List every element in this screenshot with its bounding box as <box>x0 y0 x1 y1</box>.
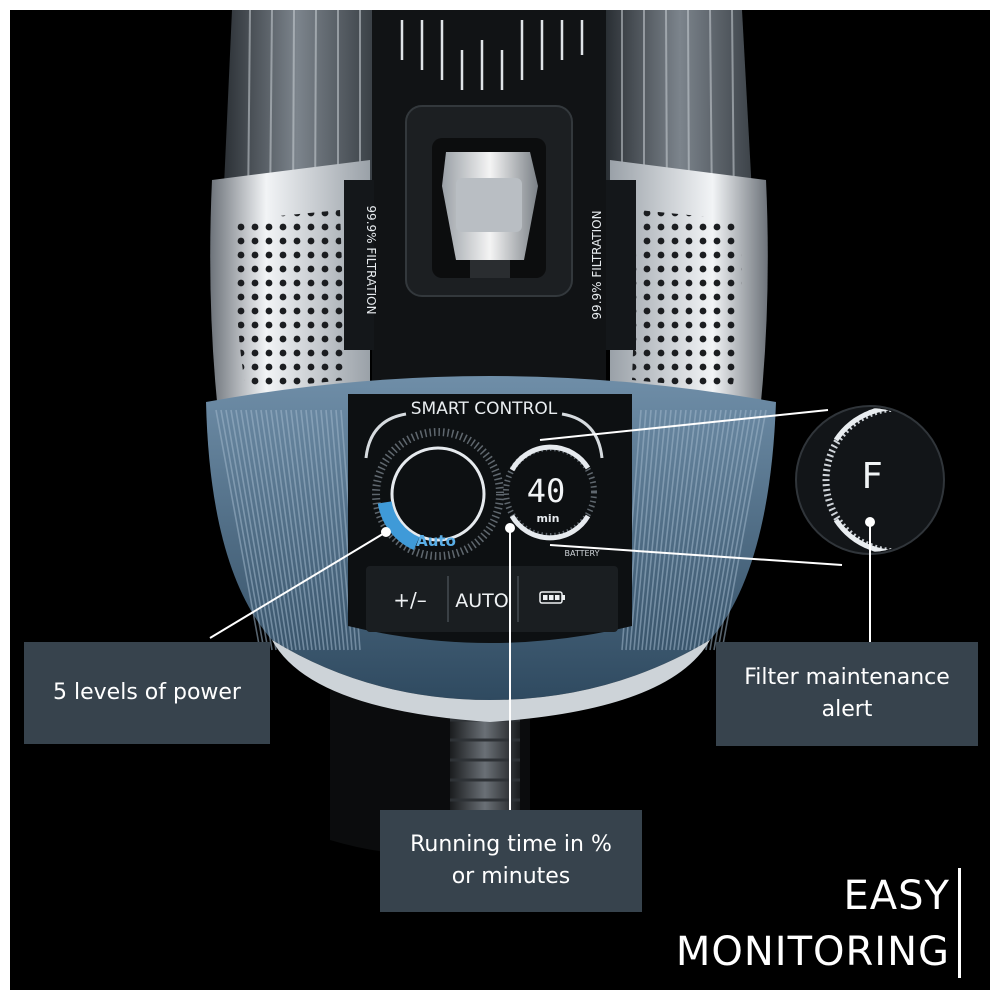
power-level-dial <box>372 428 504 560</box>
filter-alert-symbol: F <box>861 456 883 497</box>
product-image: 99.9% FILTRATION 99.9% FILTRATION SMART … <box>10 10 990 990</box>
smart-control-title: SMART CONTROL <box>411 399 558 419</box>
battery-button[interactable] <box>539 591 565 604</box>
callout-filter-text-line1: Filter maintenance <box>744 665 950 690</box>
runtime-value: 40 <box>527 472 566 510</box>
auto-button[interactable]: AUTO <box>455 590 508 612</box>
vacuum-illustration: 99.9% FILTRATION 99.9% FILTRATION SMART … <box>206 10 945 855</box>
headline-line1: EASY <box>843 873 950 919</box>
button-strip <box>366 566 618 632</box>
battery-icon <box>539 591 565 604</box>
power-adjust-button[interactable]: +/– <box>393 588 427 612</box>
chrome-rim <box>272 640 710 722</box>
callout-runtime-text-line1: Running time in % <box>410 832 612 857</box>
callout-power-text: 5 levels of power <box>53 680 241 705</box>
filtration-label-right: 99.9% FILTRATION <box>590 210 604 319</box>
bowl-ribs <box>215 409 767 651</box>
filtration-label-left: 99.9% FILTRATION <box>364 205 378 314</box>
left-vent-grille <box>236 210 346 390</box>
headline-divider <box>958 868 961 978</box>
right-vent-grille <box>632 210 742 390</box>
callout-running-time: Running time in % or minutes <box>380 810 642 912</box>
runtime-unit: min <box>536 512 559 525</box>
callout-power-levels: 5 levels of power <box>24 642 270 744</box>
battery-caption: BATTERY <box>565 549 600 558</box>
callout-runtime-text-line2: or minutes <box>451 864 571 889</box>
filter-alert-zoom: F <box>795 405 945 555</box>
headline: EASY MONITORING <box>676 868 950 980</box>
auto-mode-label: Auto <box>416 532 456 550</box>
callout-leaders <box>209 409 875 810</box>
callout-filter-alert: Filter maintenance alert <box>716 642 978 746</box>
callout-filter-text-line2: alert <box>821 697 873 722</box>
power-level-indicator <box>377 500 420 551</box>
headline-line2: MONITORING <box>675 929 950 975</box>
